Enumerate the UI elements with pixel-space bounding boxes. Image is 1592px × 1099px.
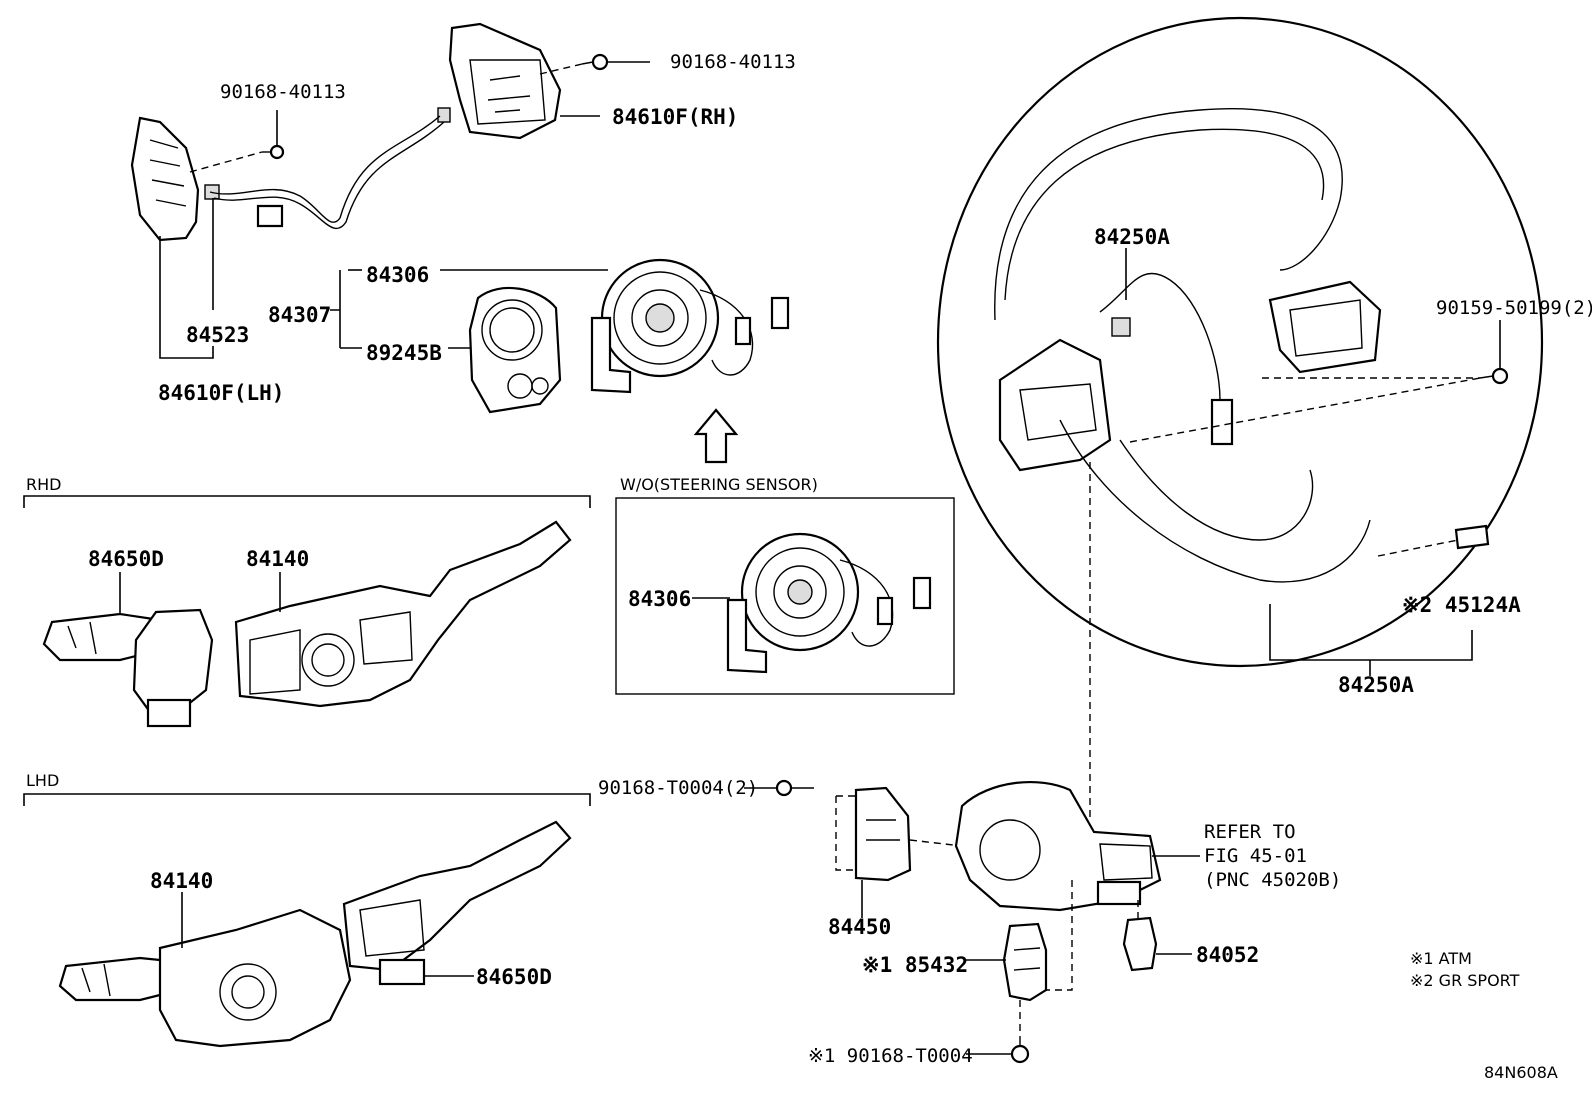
emblem-45124A bbox=[1454, 524, 1490, 550]
part-label: 89245B bbox=[366, 341, 442, 365]
part-label: ※2 45124A bbox=[1402, 593, 1521, 617]
combination-switch-lhd bbox=[58, 820, 572, 1048]
part-label: 90168-T0004(2) bbox=[598, 777, 758, 799]
part-label: 84306 bbox=[366, 263, 429, 287]
section-label-lhd: LHD bbox=[26, 771, 59, 790]
part-label: 84650D bbox=[476, 965, 552, 989]
part-label: 84610F(LH) bbox=[158, 381, 284, 405]
rhd-bracket bbox=[23, 495, 591, 508]
steering-wheel bbox=[936, 16, 1544, 668]
lhd-bracket bbox=[23, 793, 591, 806]
part-label: 84650D bbox=[88, 547, 164, 571]
part-label: ※1 90168-T0004 bbox=[808, 1045, 973, 1067]
diagram-code: 84N608A bbox=[1484, 1063, 1558, 1082]
part-label: 84306 bbox=[628, 587, 691, 611]
switch-assembly-lh bbox=[130, 116, 220, 242]
part-label: 90168-40113 bbox=[220, 81, 346, 103]
part-label: 84523 bbox=[186, 323, 249, 347]
screw-icon bbox=[775, 779, 814, 797]
steering-sensor-89245B bbox=[468, 286, 562, 414]
part-label: 84250A bbox=[1094, 225, 1170, 249]
part-label: 84140 bbox=[246, 547, 309, 571]
part-label: 90159-50199(2) bbox=[1436, 297, 1592, 319]
part-label: 84450 bbox=[828, 915, 891, 939]
switch-84052 bbox=[1122, 916, 1158, 972]
connecting-harness bbox=[209, 115, 445, 230]
switch-84450 bbox=[854, 786, 912, 882]
part-label: 84140 bbox=[150, 869, 213, 893]
part-label: 84052 bbox=[1196, 943, 1259, 967]
spiral-cable-84306-wo bbox=[726, 532, 932, 674]
switch-assembly-rh bbox=[437, 22, 562, 140]
refer-note: FIG 45-01 bbox=[1204, 845, 1307, 867]
spiral-cable-84306 bbox=[590, 258, 790, 394]
combination-switch-rhd bbox=[42, 520, 572, 728]
part-label: ※1 85432 bbox=[862, 953, 968, 977]
part-label: 84307 bbox=[268, 303, 331, 327]
section-label-rhd: RHD bbox=[26, 475, 61, 494]
refer-note: (PNC 45020B) bbox=[1204, 869, 1341, 891]
refer-note: REFER TO bbox=[1204, 821, 1296, 843]
part-label: 84610F(RH) bbox=[612, 105, 738, 129]
steering-column-switch-body bbox=[954, 781, 1162, 912]
screw-icon bbox=[581, 53, 609, 71]
part-label: 84250A bbox=[1338, 673, 1414, 697]
footnote: ※1 ATM bbox=[1410, 949, 1472, 968]
screw-icon bbox=[262, 144, 285, 160]
arrow-up-icon bbox=[693, 408, 739, 464]
part-label: 90168-40113 bbox=[670, 51, 796, 73]
wo-steering-sensor-box bbox=[615, 497, 955, 695]
screw-icon bbox=[1010, 1040, 1030, 1064]
section-label-wo-steering-sensor: W/O(STEERING SENSOR) bbox=[620, 475, 818, 494]
footnote: ※2 GR SPORT bbox=[1410, 971, 1520, 990]
key-interlock-85432 bbox=[1002, 922, 1048, 1002]
